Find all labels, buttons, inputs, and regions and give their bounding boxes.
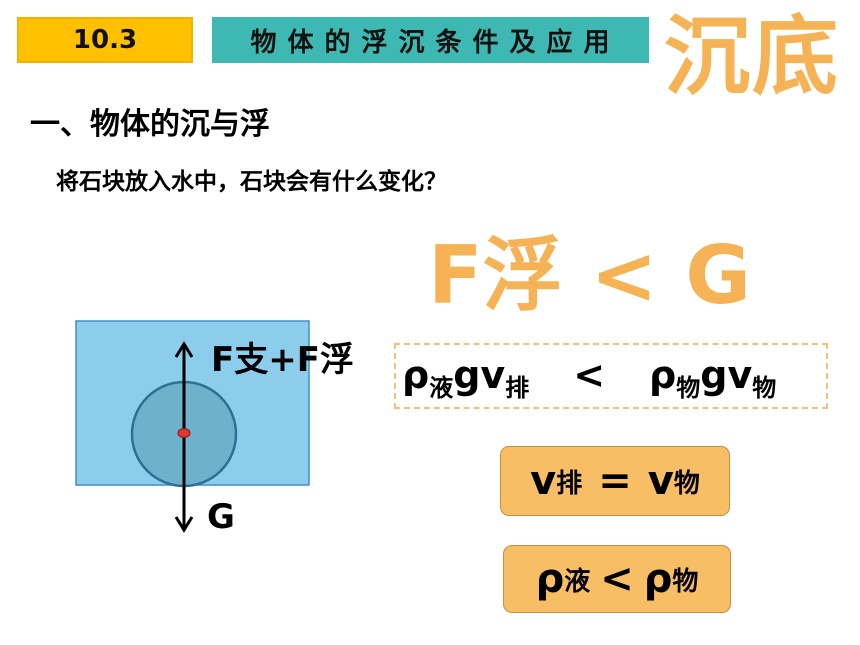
g-symbol: g — [453, 353, 481, 397]
v-symbol: v — [480, 353, 506, 397]
displaced-subscript: 排 — [505, 374, 530, 402]
object-subscript: 物 — [676, 374, 701, 402]
formula-dashed-box — [394, 343, 828, 409]
upward-force-label: F支+F浮 — [211, 340, 354, 380]
rho-symbol: ρ — [402, 353, 430, 397]
arrow-down-icon — [174, 516, 194, 533]
section-title-banner: 物体的浮沉条件及应用 — [212, 17, 649, 63]
object-volume-subscript: 物 — [752, 374, 777, 402]
section-number: 10.3 — [72, 25, 138, 55]
corner-word-sink: 沉底 — [664, 7, 840, 107]
v-object: v — [647, 458, 674, 504]
big-formula-buoyancy-less-than-gravity: F浮 < G — [428, 229, 752, 322]
center-point — [177, 428, 191, 438]
rho-liquid-subscript: 液 — [564, 566, 591, 597]
section-title: 物体的浮沉条件及应用 — [250, 27, 621, 58]
liquid-subscript: 液 — [429, 374, 454, 402]
rho-liquid: ρ — [535, 556, 565, 602]
arrow-up-icon — [174, 341, 194, 358]
section-heading: 一、物体的沉与浮 — [30, 107, 270, 142]
rho-object: ρ — [643, 556, 673, 602]
equals-operator: = — [598, 458, 632, 504]
section-number-badge: 10.3 — [17, 17, 193, 63]
g-symbol-object: g — [700, 353, 728, 397]
v-symbol-object: v — [727, 353, 753, 397]
rho-object-subscript: 物 — [672, 566, 699, 597]
force-diagram: F支+F浮 G — [75, 320, 354, 537]
less-than-operator: < — [573, 353, 606, 397]
density-relation-formula: ρ液gv排<ρ物gv物 — [402, 350, 776, 413]
v-object-subscript: 物 — [673, 468, 700, 499]
downward-force-label: G — [207, 497, 235, 537]
rho-symbol-object: ρ — [649, 353, 677, 397]
question-text: 将石块放入水中，石块会有什么变化？ — [56, 169, 447, 195]
v-displaced-subscript: 排 — [556, 468, 583, 499]
v-displaced: v — [530, 458, 557, 504]
less-than-operator-2: < — [600, 556, 634, 602]
